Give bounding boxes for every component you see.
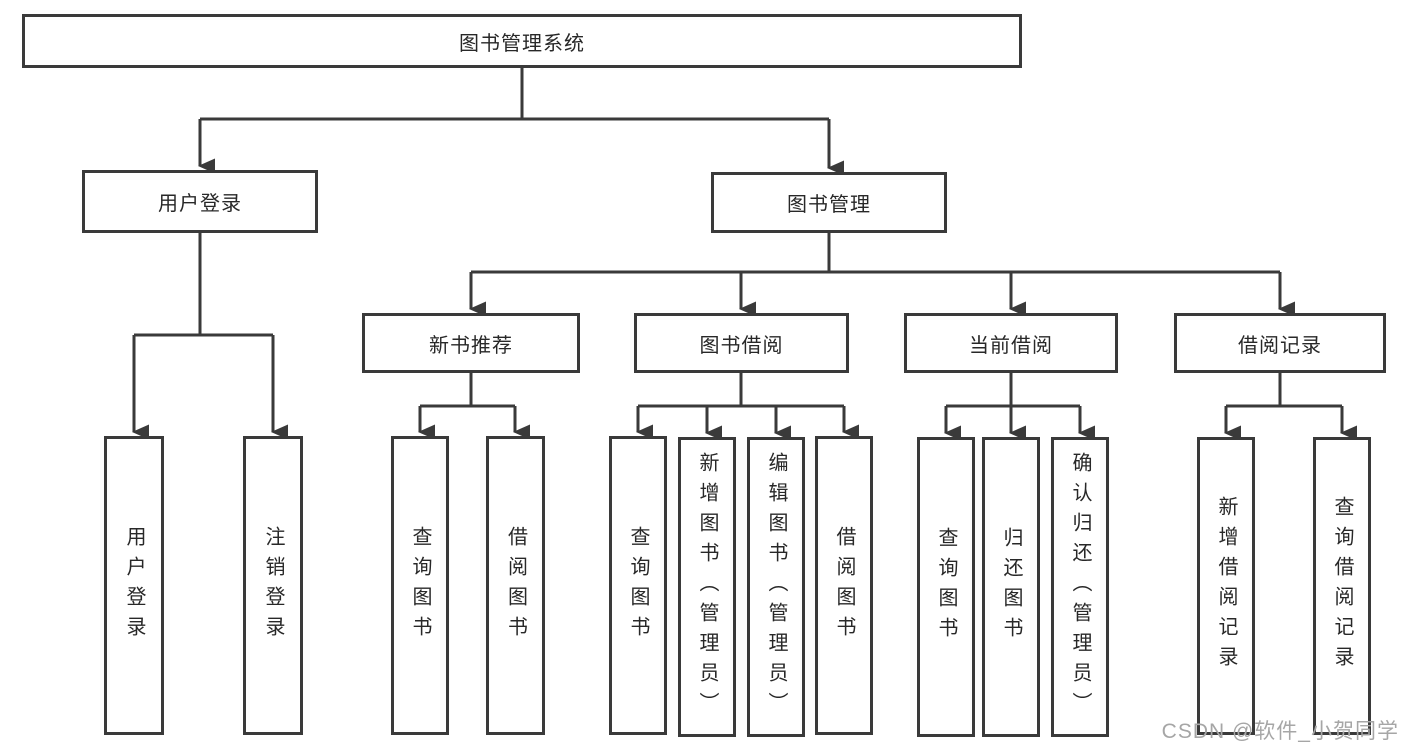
leaf-edit-books-admin: 编辑图书（管理员） [747,437,805,737]
node-label: 查询图书 [935,527,957,647]
node-library-management-system: 图书管理系统 [22,14,1022,68]
node-book-management: 图书管理 [711,172,947,233]
node-book-borrow: 图书借阅 [634,313,849,373]
node-user-login: 用户登录 [82,170,318,233]
csdn-watermark: CSDN @软件_小贺同学 [1161,720,1399,743]
leaf-query-books-current: 查询图书 [917,437,975,737]
node-label: 注销登录 [262,525,284,646]
node-label: 新增借阅记录 [1215,496,1237,676]
leaf-return-books: 归还图书 [982,437,1040,737]
node-label: 借阅图书 [833,525,855,646]
leaf-user-login: 用户登录 [104,436,164,735]
leaf-logout: 注销登录 [243,436,303,735]
node-label: 新增图书（管理员） [696,452,718,722]
node-label: 归还图书 [1000,527,1022,647]
node-label: 查询借阅记录 [1331,496,1353,676]
node-current-borrow: 当前借阅 [904,313,1118,373]
leaf-add-books-admin: 新增图书（管理员） [678,437,736,737]
leaf-borrow-books: 借阅图书 [815,436,873,735]
node-label: 用户登录 [158,193,242,215]
node-borrow-records: 借阅记录 [1174,313,1386,373]
node-label: 借阅图书 [504,525,527,646]
node-label: 图书借阅 [699,334,784,357]
node-new-book-recommend: 新书推荐 [362,313,580,373]
node-label: 图书管理系统 [459,32,585,55]
leaf-borrow-books-recommend: 借阅图书 [486,436,545,735]
node-label: 确认归还（管理员） [1069,452,1091,722]
leaf-query-books-recommend: 查询图书 [391,436,449,735]
node-label: 借阅记录 [1238,334,1322,357]
leaf-add-borrow-record: 新增借阅记录 [1197,437,1255,735]
node-label: 当前借阅 [969,334,1053,357]
leaf-query-books-borrow: 查询图书 [609,436,667,735]
leaf-query-borrow-record: 查询借阅记录 [1313,437,1371,735]
node-label: 编辑图书（管理员） [765,452,787,722]
node-label: 图书管理 [787,194,871,216]
node-label: 用户登录 [123,525,145,646]
node-label: 查询图书 [409,525,431,646]
node-label: 查询图书 [627,525,649,646]
leaf-confirm-return-admin: 确认归还（管理员） [1051,437,1109,737]
node-label: 新书推荐 [429,334,513,357]
